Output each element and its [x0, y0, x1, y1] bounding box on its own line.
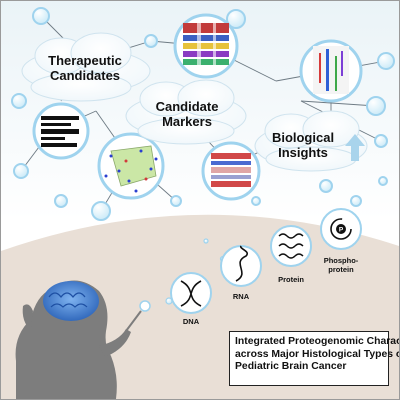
brain-icon	[43, 281, 99, 321]
insights-label-1: Biological	[272, 130, 334, 145]
bubble-wand-icon	[125, 300, 151, 332]
omics-bubble-dna	[170, 272, 212, 314]
cloud-therapeutic	[21, 32, 151, 102]
title-box: Integrated Proteogenomic Characterizatio…	[229, 331, 400, 386]
omics-bubble-rna	[220, 245, 262, 287]
cloud-insights	[254, 110, 368, 172]
cloud-markers	[125, 79, 247, 145]
phospho-symbol: P	[339, 227, 344, 234]
omics-bubble-phospho: P	[320, 208, 362, 250]
up-arrow-icon	[345, 134, 365, 161]
therapeutic-label-1: Therapeutic	[48, 53, 122, 68]
title-line-2: across Major Histological Types of	[235, 348, 400, 360]
markers-label-2: Markers	[162, 114, 212, 129]
data-bubble-table-left	[32, 102, 90, 160]
data-bubble-heatmap-top	[173, 13, 239, 79]
data-bubble-network-left	[97, 132, 165, 200]
rna-label: RNA	[233, 292, 250, 301]
markers-label-1: Candidate	[156, 99, 219, 114]
title-line-3: Pediatric Brain Cancer	[235, 361, 347, 373]
data-bubble-heatmap-bottom	[201, 141, 261, 201]
phospho-label-2: protein	[328, 265, 354, 274]
bubbles	[11, 7, 395, 305]
insights-label-2: Insights	[278, 145, 328, 160]
phospho-label-1: Phospho-	[324, 256, 359, 265]
protein-label: Protein	[278, 275, 304, 284]
title-line-1: Integrated Proteogenomic Characterizatio…	[235, 336, 399, 347]
dna-label: DNA	[183, 317, 200, 326]
therapeutic-label-2: Candidates	[50, 68, 120, 83]
data-bubble-scatter-right	[299, 39, 363, 103]
omics-bubble-protein	[270, 225, 312, 267]
